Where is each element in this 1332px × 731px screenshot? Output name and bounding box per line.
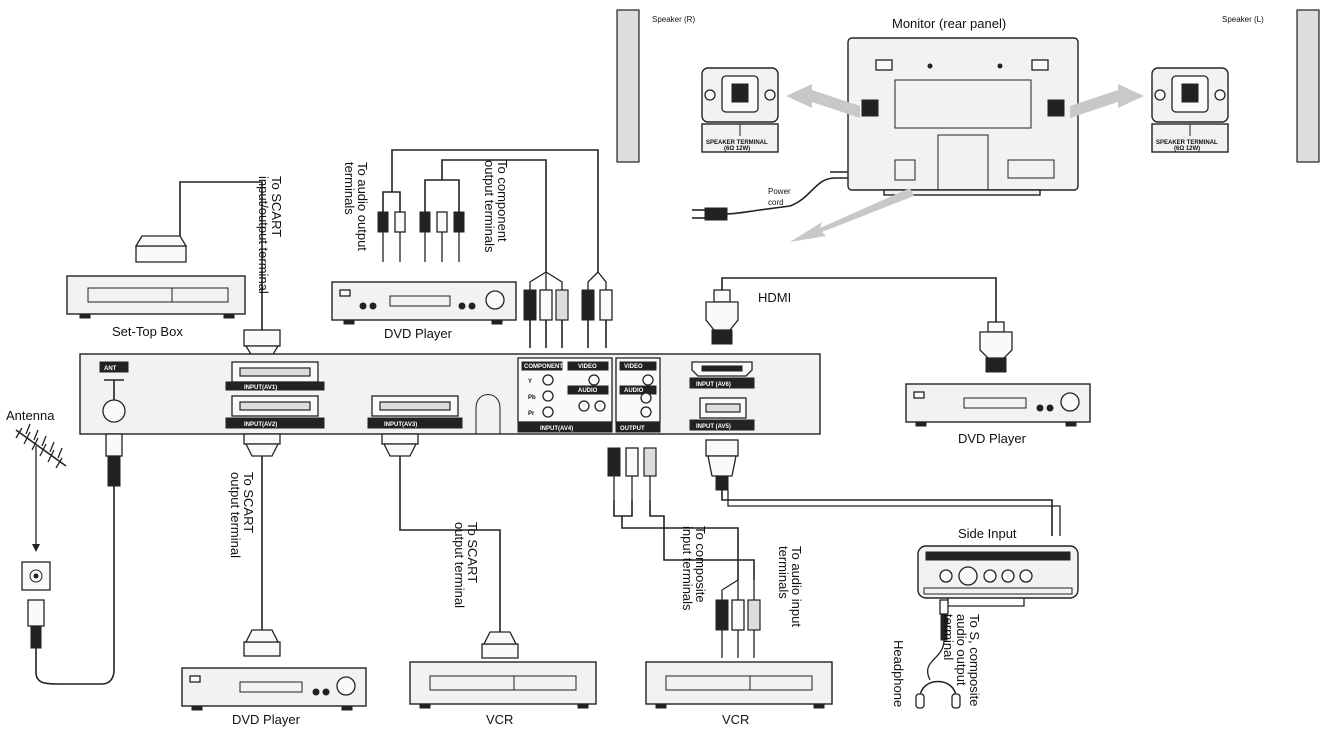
side-input-cable <box>721 490 1053 536</box>
note-audio-in-1: To audio input <box>789 546 804 627</box>
monitor-label: Monitor (rear panel) <box>892 16 1006 31</box>
arrow-to-terminal-panel <box>790 188 914 242</box>
output-label: OUTPUT <box>620 426 645 432</box>
arrow-to-speaker-left <box>1070 84 1144 118</box>
audio-label-av4: AUDIO <box>578 388 598 394</box>
speaker-terminal-right: SPEAKER TERMINAL (6Ω 12W) <box>701 67 779 153</box>
vcr-1 <box>409 661 597 709</box>
set-top-box-label: Set-Top Box <box>112 324 183 339</box>
dvd-player-top <box>331 281 517 325</box>
audio-label-out: AUDIO <box>624 388 644 394</box>
power-cord-label-2: cord <box>768 198 784 207</box>
note-composite-in-1: To composite <box>693 526 708 603</box>
y-label: Y <box>528 379 532 385</box>
note-scart-io-1: To SCART <box>269 176 284 237</box>
set-top-box-scart-cable <box>179 181 263 330</box>
hdmi-cable <box>721 277 997 322</box>
side-input-panel <box>917 545 1079 599</box>
note-scart-out-a-1: To SCART <box>241 472 256 533</box>
note-composite-in-2: input terminals <box>680 526 695 611</box>
vcr-1-label: VCR <box>486 712 513 727</box>
set-top-box <box>66 275 246 319</box>
ant-label: ANT <box>104 366 117 372</box>
dvd-player-bottom <box>181 667 367 711</box>
output-rca-plugs <box>607 447 657 500</box>
side-input-label: Side Input <box>958 526 1017 541</box>
speaker-r-label: Speaker (R) <box>652 15 695 24</box>
output-cable <box>613 500 755 580</box>
note-component-out-1: To component <box>495 160 510 242</box>
note-audio-out-1: To audio output <box>355 162 370 251</box>
vcr-2 <box>645 661 833 709</box>
dvd-audio-cable <box>382 149 599 272</box>
dvd-component-cable <box>424 159 547 272</box>
speaker-terminal-right-label: SPEAKER TERMINAL <box>706 140 768 146</box>
headphone-icon <box>915 599 961 709</box>
av5-label: INPUT (AV5) <box>696 424 731 430</box>
av3-label: INPUT(AV3) <box>384 422 417 428</box>
note-s-composite-1: To S, composite <box>967 614 982 707</box>
note-s-composite-3: terminal <box>941 614 956 660</box>
monitor-rear-panel <box>847 37 1079 196</box>
power-cord-label-1: Power <box>768 187 791 196</box>
note-scart-out-b-2: output terminal <box>452 522 467 608</box>
speaker-l-label: Speaker (L) <box>1222 15 1264 24</box>
speaker-left <box>1296 9 1320 163</box>
av2-label: INPUT(AV2) <box>244 422 277 428</box>
terminal-panel: ANT INPUT(AV1) INPUT(AV2) INPUT(AV3) COM… <box>79 353 821 435</box>
antenna-plug-wall <box>27 599 45 627</box>
pb-label: Pb <box>528 395 536 401</box>
av6-label: INPUT (AV6) <box>696 382 731 388</box>
av4-label: INPUT(AV4) <box>540 426 573 432</box>
note-scart-io-2: input/output terminal <box>256 176 271 294</box>
speaker-terminal-right-sub: (6Ω 12W) <box>724 146 750 152</box>
dvd-output-plugs <box>377 211 465 262</box>
headphone-label: Headphone <box>891 640 906 707</box>
av1-label: INPUT(AV1) <box>244 385 277 391</box>
note-audio-out-2: terminals <box>342 162 357 215</box>
video-label-out: VIDEO <box>624 364 643 370</box>
note-scart-out-a-2: output terminal <box>228 472 243 558</box>
scart-cable-av3 <box>399 456 501 632</box>
dvd-player-top-label: DVD Player <box>384 326 453 341</box>
note-s-composite-2: audio output <box>954 614 969 686</box>
pr-label: Pr <box>528 411 535 417</box>
speaker-terminal-left: SPEAKER TERMINAL (6Ω 12W) <box>1151 67 1229 153</box>
antenna-icon <box>15 423 67 469</box>
vcr-2-label: VCR <box>722 712 749 727</box>
power-cord <box>724 177 848 215</box>
set-top-box-scart-plug <box>135 245 187 263</box>
antenna-label: Antenna <box>6 408 55 423</box>
vcr-input-rca-plugs <box>715 579 761 658</box>
note-audio-in-2: terminals <box>776 546 791 599</box>
antenna-cable <box>35 486 115 685</box>
note-component-out-2: output terminals <box>482 160 497 253</box>
arrow-to-speaker-right <box>786 84 860 118</box>
dvd-player-right-label: DVD Player <box>958 431 1027 446</box>
speaker-terminal-left-label: SPEAKER TERMINAL <box>1156 140 1218 146</box>
hdmi-label: HDMI <box>758 290 791 305</box>
panel-component-plugs <box>523 289 613 348</box>
dvd-player-right <box>905 383 1091 427</box>
speaker-terminal-left-sub: (6Ω 12W) <box>1174 146 1200 152</box>
dvd-player-bottom-label: DVD Player <box>232 712 301 727</box>
note-scart-out-b-1: To SCART <box>465 522 480 583</box>
component-label: COMPONENT <box>524 364 563 370</box>
speaker-right <box>616 9 640 163</box>
video-label-av4: VIDEO <box>578 364 597 370</box>
